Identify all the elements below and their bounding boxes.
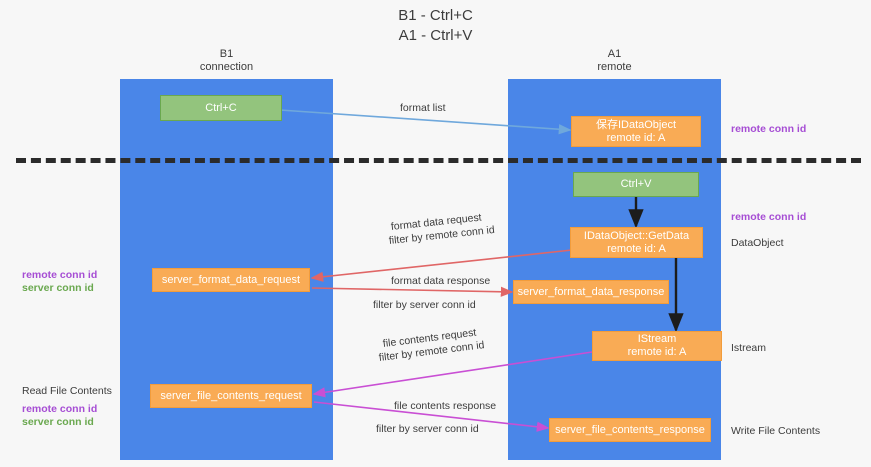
filter-prefix: filter by (373, 299, 410, 311)
node-ctrl-c[interactable]: Ctrl+C (160, 95, 282, 121)
node-save-dataobject[interactable]: 保存IDataObject remote id: A (571, 116, 701, 147)
annotation-left-server-conn-id: server conn id (22, 282, 94, 294)
filter-key-server-conn-id: server conn id (409, 299, 476, 311)
node-istream-line1: IStream (637, 333, 677, 345)
annotation-left-remote-conn-id: remote conn id (22, 269, 98, 281)
edge-label-format-data-response-filter: filter by server conn id (373, 299, 476, 312)
node-server-file-contents-request[interactable]: server_file_contents_request (150, 384, 312, 408)
filter-prefix: filter by (376, 423, 413, 435)
node-ctrl-v[interactable]: Ctrl+V (573, 172, 699, 197)
node-server-file-contents-response-label: server_file_contents_response (555, 423, 705, 436)
title-line-1: B1 - Ctrl+C (398, 7, 473, 24)
edge-label-format-data-response: format data response (391, 275, 491, 287)
node-save-dataobject-line1: 保存IDataObject (595, 118, 677, 131)
node-ctrl-v-label: Ctrl+V (620, 178, 652, 190)
node-server-format-data-request-label: server_format_data_request (161, 273, 301, 286)
node-save-dataobject-line2: remote id: A (606, 131, 666, 144)
lane-header-b1: B1 connection (150, 48, 303, 74)
annotation-dataobject: DataObject (731, 237, 784, 249)
filter-prefix: filter by (388, 231, 427, 247)
node-server-format-data-request[interactable]: server_format_data_request (152, 268, 310, 292)
node-server-format-data-response-label: server_format_data_response (517, 285, 665, 298)
node-server-file-contents-request-label: server_file_contents_request (160, 389, 302, 402)
node-ctrl-c-label: Ctrl+C (205, 101, 237, 114)
annotation-read-file-contents: Read File Contents (22, 385, 112, 397)
node-istream-line2: remote id: A (627, 346, 687, 358)
filter-key-server-conn-id: server conn id (412, 423, 479, 435)
annotation-istream: Istream (731, 342, 767, 354)
lane-header-a1-name: A1 (607, 48, 622, 60)
lane-header-a1-sub: remote (597, 61, 632, 73)
node-istream[interactable]: IStream remote id: A (592, 331, 722, 361)
node-getdata-line2: remote id: A (607, 242, 666, 255)
annotation-remote-conn-id-top: remote conn id (731, 123, 807, 135)
lane-header-a1: A1 remote (538, 48, 691, 74)
lane-header-b1-name: B1 (219, 48, 234, 60)
node-idataobject-getdata[interactable]: IDataObject::GetData remote id: A (570, 227, 703, 258)
phase-divider (16, 158, 861, 163)
edge-label-format-list: format list (400, 102, 446, 114)
edge-label-file-contents-response-filter: filter by server conn id (376, 423, 479, 436)
node-server-file-contents-response[interactable]: server_file_contents_response (549, 418, 711, 442)
annotation-write-file-contents: Write File Contents (731, 425, 821, 437)
annotation-left-remote-conn-id-2: remote conn id (22, 403, 98, 415)
annotation-remote-conn-id-mid: remote conn id (731, 211, 807, 223)
title-line-2: A1 - Ctrl+V (398, 27, 473, 44)
edge-label-file-contents-response: file contents response (394, 400, 497, 412)
lane-header-b1-sub: connection (199, 61, 254, 73)
node-getdata-line1: IDataObject::GetData (583, 229, 690, 242)
annotation-left-server-conn-id-2: server conn id (22, 416, 94, 428)
page-title: B1 - Ctrl+C A1 - Ctrl+V (0, 6, 871, 46)
node-server-format-data-response[interactable]: server_format_data_response (513, 280, 669, 304)
